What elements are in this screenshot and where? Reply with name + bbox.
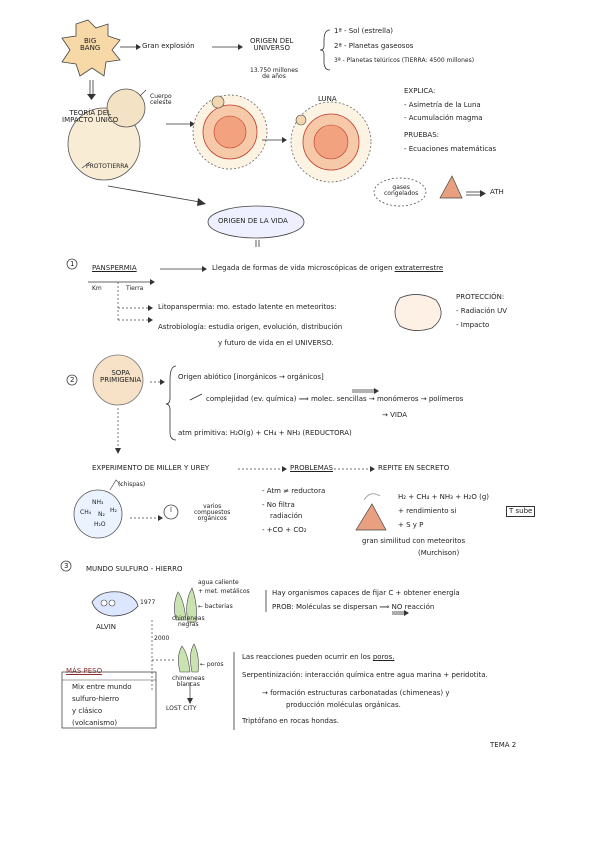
- section-number: 2: [70, 376, 75, 384]
- mas-peso-box: [61, 671, 157, 729]
- flask-ch4: CH₄: [80, 509, 92, 516]
- chispas-label: (chispas): [118, 481, 146, 488]
- origen-vida-label: ORIGEN DE LA VIDA: [218, 217, 288, 225]
- miller-flask: [73, 489, 123, 539]
- reacciones-text: Las reacciones pueden ocurrir en los por…: [242, 653, 395, 661]
- flask-h2o: H₂O: [94, 521, 106, 528]
- list-item-3: 3ª - Planetas telúricos (TIERRA: 4500 mi…: [334, 57, 475, 64]
- section-number: 1: [70, 260, 75, 268]
- gases-ellipse: [373, 177, 427, 207]
- explica-item-2: - Acumulación magma: [404, 114, 483, 122]
- prob-moleculas-text: PROB: Moléculas se dispersan ⟹ NO reacci…: [272, 603, 435, 611]
- repite-item-3: + S y P: [398, 521, 424, 529]
- alvin-label: ALVIN: [96, 623, 117, 631]
- explica-heading: EXPLICA:: [404, 87, 436, 95]
- year-1977: 1977: [140, 599, 156, 606]
- black-chimney: [174, 591, 187, 621]
- proteccion-item-2: - Impacto: [456, 321, 490, 329]
- prob-item-2: - No filtra: [262, 501, 295, 509]
- litopanspermia-text: Litopanspermia: mo. estado latente en me…: [158, 303, 337, 311]
- lost-city-label: LOST CITY: [166, 705, 197, 712]
- formacion-text: → formación estructuras carbonatadas (ch…: [262, 689, 450, 697]
- gran-explosion-text: Gran explosión: [142, 42, 195, 50]
- origen-abiotico-text: Origen abiótico [inorgánicos → orgánicos…: [178, 373, 324, 381]
- pruebas-item-1: - Ecuaciones matemáticas: [404, 145, 497, 153]
- proteccion-item-1: - Radiación UV: [456, 307, 508, 315]
- prob-item-1: - Atm ≠ reductora: [262, 487, 326, 495]
- mix-line-3: y clásico: [72, 707, 103, 715]
- volcano-icon: [355, 503, 387, 531]
- mas-peso-title: MÁS PESO: [66, 667, 103, 675]
- proteccion-heading: PROTECCIÓN:: [456, 293, 505, 301]
- list-item-2: 2ª - Planetas gaseosos: [334, 42, 414, 50]
- flask-n2: N₂: [98, 511, 105, 518]
- explica-item-1: - Asimetría de la Luna: [404, 101, 481, 109]
- panspermia-definition: Llegada de formas de vida microscópicas …: [212, 264, 444, 272]
- flask-h2: H₂: [110, 507, 117, 514]
- volcano-icon: [439, 175, 463, 199]
- timer-icon: [163, 504, 179, 520]
- prob-item-3: radiación: [270, 512, 303, 520]
- mix-line-2: sulfuro-hierro: [72, 695, 120, 703]
- origen-vida-ellipse: [207, 205, 305, 239]
- chim-label-3: ← bacterias: [198, 603, 233, 610]
- section-number: 3: [64, 562, 69, 570]
- tema-label: TEMA 2: [490, 741, 517, 749]
- repite-title: REPITE EN SECRETO: [378, 464, 450, 472]
- pruebas-heading: PRUEBAS:: [404, 131, 440, 139]
- scale-km: Km: [92, 285, 102, 292]
- t-sube-box: T sube: [506, 506, 536, 517]
- triptofano-text: Triptófano en rocas hondas.: [242, 717, 339, 725]
- repite-item-2: + rendimiento si: [398, 507, 457, 515]
- murchison-text: (Murchison): [418, 549, 460, 557]
- list-item-1: 1ª - Sol (estrella): [334, 27, 393, 35]
- mix-line-4: (volcanismo): [72, 719, 118, 727]
- formacion-text-2: producción moléculas orgánicas.: [286, 701, 401, 709]
- poros-label: ← poros: [200, 661, 224, 668]
- chim-label-1: agua caliente: [198, 579, 239, 586]
- year-2000: 2000: [154, 635, 170, 642]
- problemas-title: PROBLEMAS: [290, 464, 333, 472]
- brace: [319, 29, 331, 71]
- similitud-text: gran similitud con meteoritos: [362, 537, 466, 545]
- repite-item-1: H₂ + CH₄ + NH₃ + H₂O (g): [398, 493, 489, 501]
- astrobiologia-text: Astrobiología: estudia origen, evolución…: [158, 323, 343, 331]
- serpentinizacion-text: Serpentinización: interacción química en…: [242, 671, 488, 679]
- atm-primitiva-text: atm primitiva: H₂O(g) + CH₄ + NH₃ (REDUC…: [178, 429, 352, 437]
- mix-line-1: Mix entre mundo: [72, 683, 132, 691]
- meteorite-icon: [394, 294, 442, 331]
- hay-organismos-text: Hay organismos capaces de fijar C + obte…: [272, 589, 460, 597]
- white-chimney: [178, 645, 191, 673]
- chim-label-2: + met. metálicos: [198, 588, 250, 595]
- prob-item-4: - +CO + CO₂: [262, 526, 307, 534]
- scale-tierra: Tierra: [126, 285, 144, 292]
- vida-text: → VIDA: [382, 411, 407, 419]
- cuerpo-celeste-circle: [106, 88, 146, 128]
- mundo-sulfuro-title: MUNDO SULFURO - HIERRO: [86, 565, 183, 573]
- sopa-circle: [92, 354, 144, 406]
- big-bang-star: [61, 19, 121, 77]
- panspermia-title: PANSPERMIA: [92, 264, 137, 272]
- prototierra-label: PROTOTIERRA: [86, 163, 129, 170]
- luna-label: LUNA: [318, 95, 337, 103]
- complejidad-text: complejidad (ev. química) ⟹ molec. senci…: [206, 395, 464, 403]
- ath-label: ATH: [490, 188, 504, 196]
- astrobiologia-text-2: y futuro de vida en el UNIVERSO.: [218, 339, 334, 347]
- flask-nh3: NH₃: [92, 499, 104, 506]
- experimento-title: EXPERIMENTO DE MILLER Y UREY: [92, 464, 210, 472]
